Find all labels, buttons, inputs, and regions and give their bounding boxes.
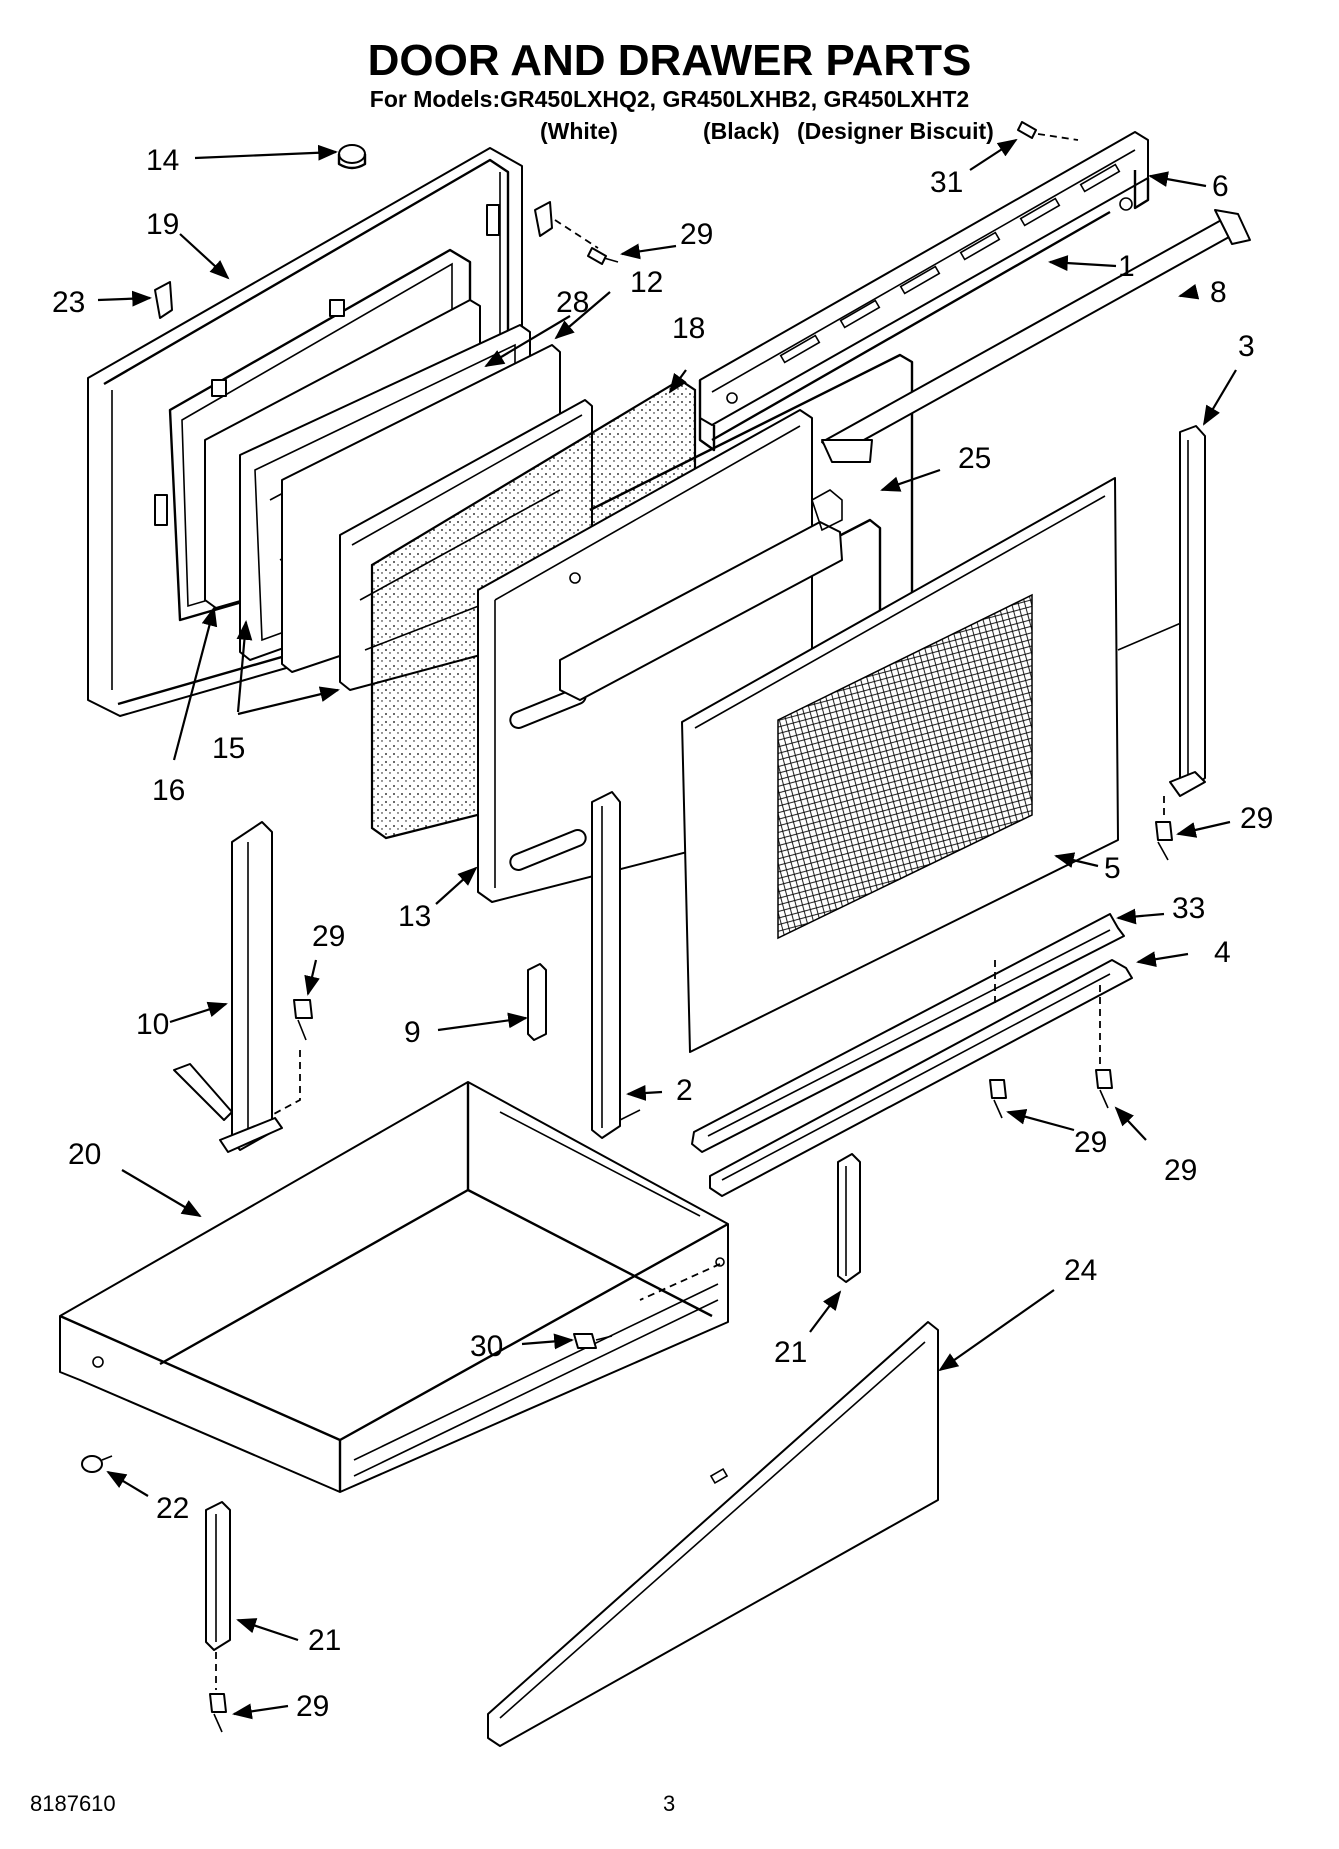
- callout-6: 6: [1212, 170, 1229, 203]
- callout-12: 12: [630, 266, 663, 299]
- callout-25: 25: [958, 442, 991, 475]
- part-drawer-body: [59, 1081, 729, 1493]
- callout-24: 24: [1064, 1254, 1097, 1287]
- part-left-side-trim: [591, 791, 641, 1139]
- leader-arrows: [97, 138, 1237, 1720]
- callout-28: 28: [556, 286, 589, 319]
- part-outer-door-panel: [681, 477, 1189, 1053]
- callout-21-middle: 21: [774, 1336, 807, 1369]
- callout-labels: 14 19 23 28 12 29 31 6 1 8 18 3 25 16 15…: [52, 144, 1273, 1723]
- part-left-bracket: [173, 821, 301, 1153]
- page-number: 3: [663, 1791, 676, 1816]
- part-drawer-rail-bottom: [709, 959, 1133, 1197]
- callout-8: 8: [1210, 276, 1227, 309]
- callout-23: 23: [52, 286, 85, 319]
- finish-white-label: (White): [540, 118, 618, 144]
- callout-29-rail-left: 29: [1074, 1126, 1107, 1159]
- callout-31: 31: [930, 166, 963, 199]
- callout-13: 13: [398, 900, 431, 933]
- part-drawer-rail-top: [691, 913, 1125, 1153]
- callout-19: 19: [146, 208, 179, 241]
- part-screw-right-trim: [1155, 821, 1173, 861]
- part-plug-button: [337, 144, 367, 170]
- finish-biscuit-label: (Designer Biscuit): [797, 118, 994, 144]
- callout-9: 9: [404, 1016, 421, 1049]
- part-clip: [154, 281, 173, 319]
- callout-29-rail-right: 29: [1164, 1154, 1197, 1187]
- part-bracket: [534, 201, 599, 249]
- callout-29-top: 29: [680, 218, 713, 251]
- callout-3: 3: [1238, 330, 1255, 363]
- callout-29-right-trim: 29: [1240, 802, 1273, 835]
- callout-29-lower: 29: [296, 1690, 329, 1723]
- part-screw-left-bracket: [293, 999, 313, 1041]
- page-title: DOOR AND DRAWER PARTS: [367, 36, 972, 85]
- part-drawer-front: [487, 1321, 939, 1747]
- callout-4: 4: [1214, 936, 1231, 969]
- callout-14: 14: [146, 144, 179, 177]
- part-door-handle: [821, 209, 1251, 463]
- callout-29-left-bracket: 29: [312, 920, 345, 953]
- callout-33: 33: [1172, 892, 1205, 925]
- callout-18: 18: [672, 312, 705, 345]
- callout-20: 20: [68, 1138, 101, 1171]
- callout-30: 30: [470, 1330, 503, 1363]
- part-screw-rail-left: [989, 1079, 1007, 1119]
- part-drawer-stop: [81, 1455, 113, 1473]
- callout-22: 22: [156, 1492, 189, 1525]
- part-spacer-block: [527, 963, 547, 1041]
- callout-15: 15: [212, 732, 245, 765]
- callout-2: 2: [676, 1074, 693, 1107]
- callout-1: 1: [1118, 250, 1135, 283]
- finish-black-label: (Black): [703, 118, 780, 144]
- callout-16: 16: [152, 774, 185, 807]
- document-number: 8187610: [30, 1791, 116, 1816]
- part-screw-lower-bracket: [209, 1693, 227, 1733]
- part-screw-top: [587, 247, 619, 265]
- part-screw-rail-right: [1095, 1069, 1113, 1109]
- callout-5: 5: [1104, 852, 1121, 885]
- callout-10: 10: [136, 1008, 169, 1041]
- part-vent-trim: [698, 131, 1150, 452]
- part-lower-drawer-bracket: [205, 1501, 231, 1690]
- part-screw-trim: [1017, 121, 1079, 141]
- callout-21-lower: 21: [308, 1624, 341, 1657]
- part-middle-drawer-bracket: [837, 1153, 861, 1283]
- part-drawer-screw: [573, 1333, 613, 1349]
- model-list: For Models:GR450LXHQ2, GR450LXHB2, GR450…: [369, 86, 970, 112]
- part-right-side-trim: [1163, 425, 1206, 820]
